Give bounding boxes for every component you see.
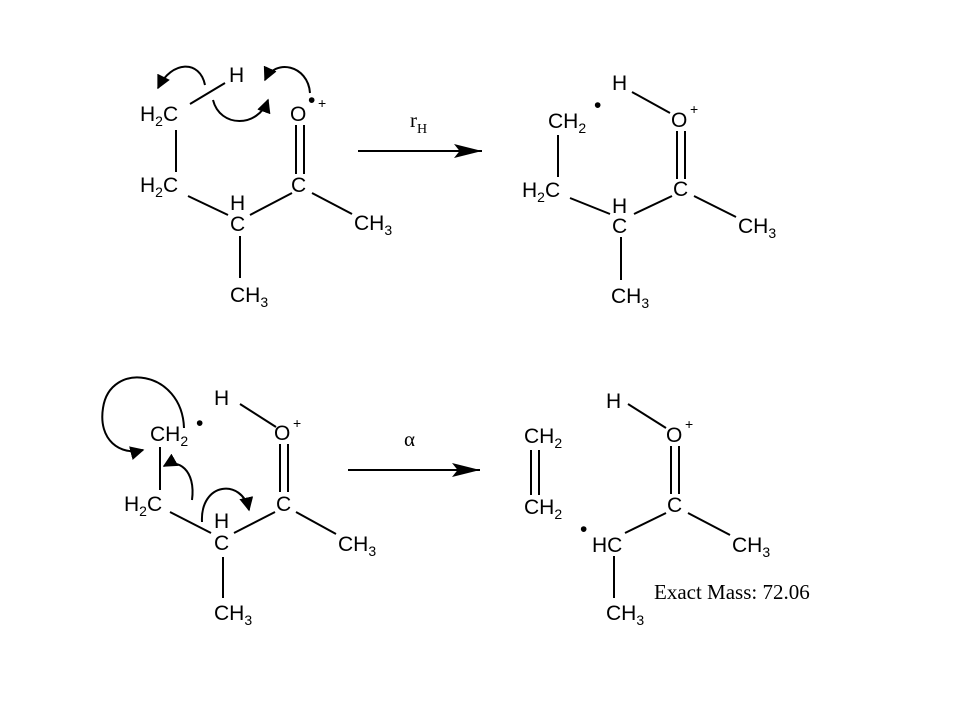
bond-h-o <box>627 403 667 429</box>
atom-ch3-right: CH3 <box>732 534 770 560</box>
atom-h2c-top: H2C <box>140 103 178 129</box>
bond-hc-c <box>624 512 667 534</box>
curved-arrow-2 <box>212 98 271 122</box>
exact-mass-label: Exact Mass: 72.06 <box>654 580 810 604</box>
bond-c-ch3 <box>687 512 731 536</box>
atom-c-carbonyl: C <box>276 493 291 516</box>
curved-arrow-big-loop <box>101 376 185 460</box>
radical-dot: • <box>594 94 601 117</box>
atom-ch3-bottom: CH3 <box>230 284 268 310</box>
radical-dot: • <box>196 412 203 435</box>
bond-c-ch3 <box>311 192 353 215</box>
structure-intermediate-2: H • CH2 O + H2C C H C CH3 CH3 <box>101 376 376 628</box>
atom-ch2-top: CH2 <box>524 425 562 451</box>
atom-c-methine: C <box>230 213 245 236</box>
atom-ch3-bottom: CH3 <box>606 602 644 628</box>
atom-o: O <box>274 422 290 445</box>
atom-h2c: H2C <box>124 493 162 519</box>
radical-dot: • <box>308 89 315 112</box>
atom-hc: HC <box>592 534 622 557</box>
reaction-arrow-rh: rH <box>358 108 482 158</box>
atom-h-methine: H <box>612 195 627 218</box>
bond-c-ch3 <box>693 195 737 218</box>
structure-reactant: H H2C O • + H2C C H C CH3 CH3 <box>140 64 392 310</box>
structure-products: CH2 CH2 H O + C • HC CH3 CH3 Exact Mass:… <box>524 390 810 628</box>
structure-intermediate-1: H CH2 • O + H2C C H C CH3 CH3 <box>522 72 776 311</box>
atom-ch3-bottom: CH3 <box>214 602 252 628</box>
atom-h: H <box>606 390 621 413</box>
atom-ch2-bottom: CH2 <box>524 496 562 522</box>
atom-ch2-radical: CH2 <box>548 110 586 136</box>
bond-ch-c <box>233 511 276 534</box>
atom-c-carbonyl: C <box>667 494 682 517</box>
atom-ch3-right: CH3 <box>338 533 376 559</box>
curved-arrow-small-2 <box>200 487 254 523</box>
atom-ch3-right: CH3 <box>738 215 776 241</box>
atom-h: H <box>612 72 627 95</box>
atom-o: O <box>290 103 306 126</box>
atom-h-methine: H <box>214 510 229 533</box>
atom-c-carbonyl: C <box>291 174 306 197</box>
charge-plus: + <box>293 415 301 431</box>
charge-plus: + <box>318 95 326 111</box>
bond-ch-c <box>633 195 673 215</box>
atom-c-methine: C <box>214 532 229 555</box>
atom-c-carbonyl: C <box>673 178 688 201</box>
radical-dot: • <box>580 518 587 541</box>
curved-arrow-small-1 <box>162 453 194 501</box>
arrow-label-alpha: α <box>404 427 415 451</box>
atom-ch3-right: CH3 <box>354 212 392 238</box>
reaction-arrow-alpha: α <box>348 427 480 477</box>
atom-h2c-mid: H2C <box>140 174 178 200</box>
bond-h-o <box>239 403 277 428</box>
bond-ch2-ch <box>187 195 229 216</box>
atom-ch2-radical: CH2 <box>150 423 188 449</box>
charge-plus: + <box>690 101 698 117</box>
atom-h: H <box>229 64 244 87</box>
atom-o: O <box>671 109 687 132</box>
atom-h-methine: H <box>230 192 245 215</box>
curved-arrow-3 <box>263 65 311 94</box>
atom-ch3-bottom: CH3 <box>611 285 649 311</box>
bond-ch2-ch <box>569 197 611 215</box>
bond-c-ch3 <box>295 511 337 535</box>
atom-o: O <box>666 424 682 447</box>
arrow-label-rh: rH <box>410 108 427 137</box>
atom-c-methine: C <box>612 215 627 238</box>
curved-arrow-1 <box>157 65 206 90</box>
bond-h-o <box>631 91 671 114</box>
bond-ch-c <box>249 192 293 216</box>
bond-h-ch2 <box>189 82 226 105</box>
bond-ch2-ch <box>169 511 212 534</box>
atom-h2c: H2C <box>522 179 560 205</box>
atom-h: H <box>214 387 229 410</box>
charge-plus: + <box>685 416 693 432</box>
